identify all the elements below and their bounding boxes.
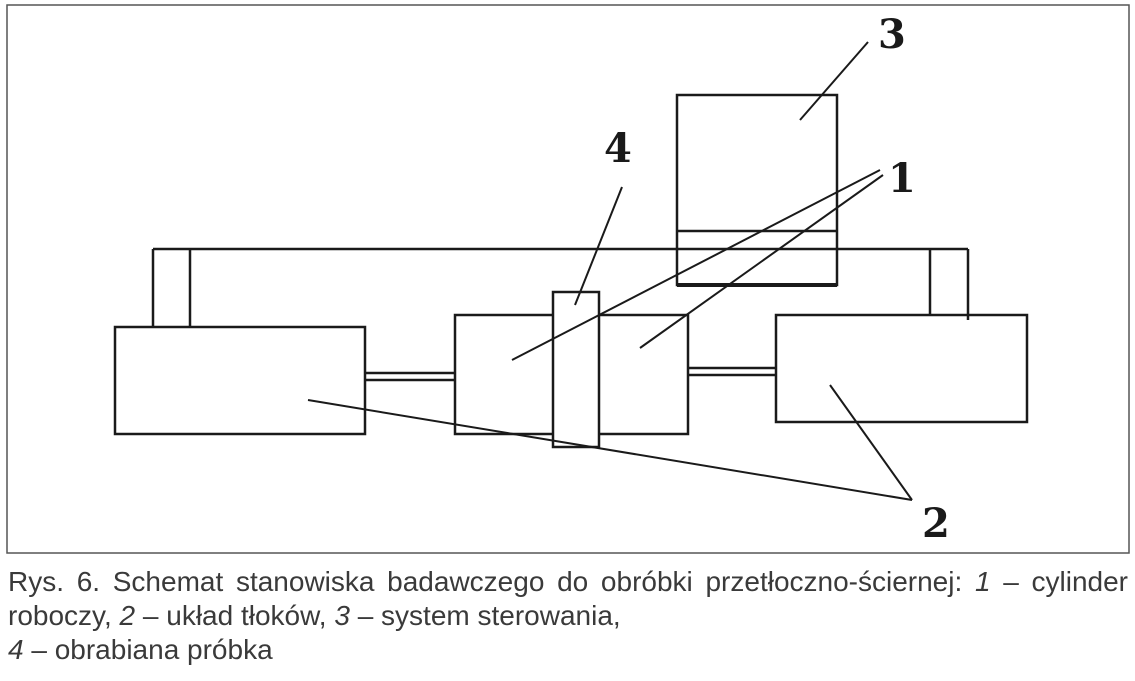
caption-item-text: – system sterowania, — [349, 600, 621, 631]
leader-4 — [574, 186, 623, 306]
leader-2b — [829, 384, 913, 501]
leader-3 — [799, 41, 869, 121]
caption-item-text: – obrabiana próbka — [23, 634, 273, 665]
label-1: 1 — [888, 155, 916, 202]
caption-item-num: 1 — [974, 566, 991, 597]
caption-intro: Rys. 6. Schemat stanowiska badawczego do… — [8, 566, 975, 597]
label-4: 4 — [604, 125, 632, 172]
caption-item-num: 2 — [119, 600, 136, 631]
caption-item-num: 4 — [8, 634, 24, 665]
schematic-diagram: 3 4 1 2 — [6, 4, 1130, 554]
label-3: 3 — [878, 11, 906, 58]
figure-caption: Rys. 6. Schemat stanowiska badawczego do… — [8, 565, 1128, 667]
left-piston-box — [113, 325, 367, 436]
caption-item-num: 3 — [334, 600, 350, 631]
caption-item-text: – układ tłoków, — [135, 600, 335, 631]
caption-item-text: – cylinder roboczy, — [8, 566, 1128, 631]
leader-1b — [639, 174, 884, 349]
figure-frame — [6, 4, 1130, 554]
sample-box — [551, 290, 601, 449]
label-2: 2 — [922, 500, 950, 547]
leader-1a — [511, 169, 881, 361]
right-piston-box — [774, 313, 1029, 424]
control-system-box — [675, 93, 839, 287]
leader-2a — [307, 399, 913, 501]
